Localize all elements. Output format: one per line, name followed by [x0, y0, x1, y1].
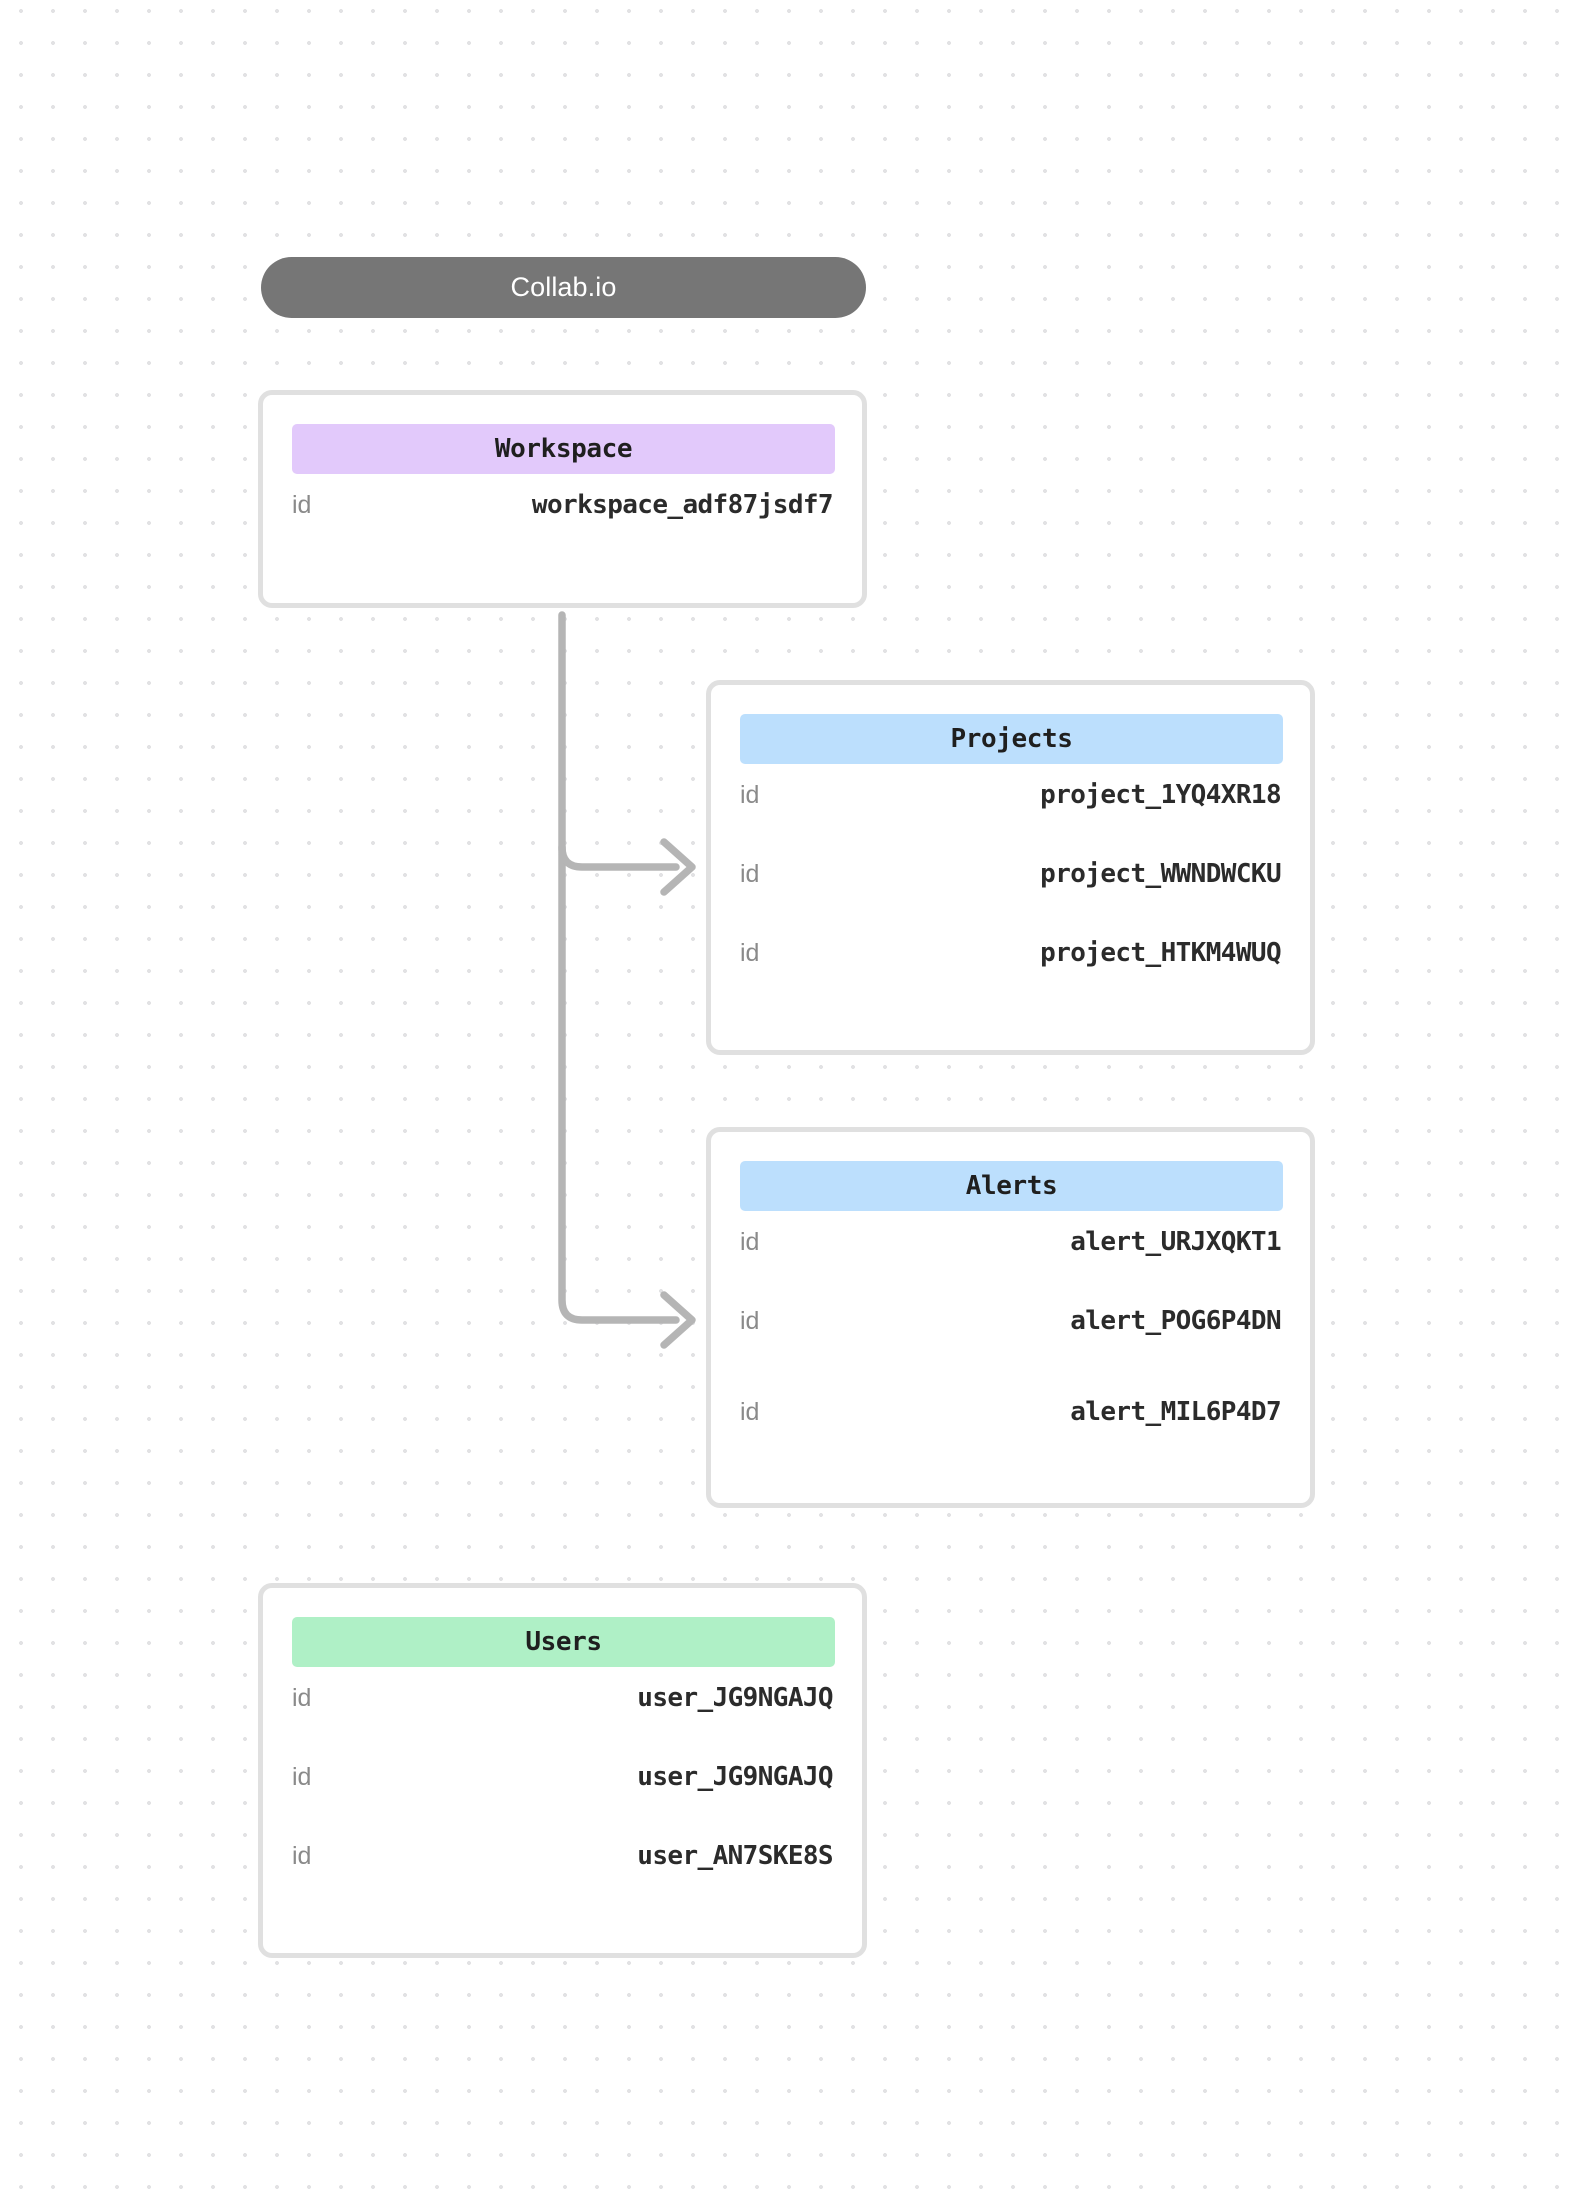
table-row[interactable]: id user_JG9NGAJQ	[292, 1683, 834, 1762]
table-row[interactable]: id project_HTKM4WUQ	[740, 938, 1282, 1017]
card-rows-users: id user_JG9NGAJQ id user_JG9NGAJQ id use…	[292, 1683, 834, 1920]
card-header-projects: Projects	[740, 714, 1283, 764]
row-key: id	[292, 1684, 312, 1712]
row-key: id	[740, 1228, 760, 1256]
card-header-users: Users	[292, 1617, 835, 1667]
card-header-workspace: Workspace	[292, 424, 835, 474]
row-value: user_JG9NGAJQ	[637, 1683, 833, 1713]
table-row[interactable]: id project_WWNDWCKU	[740, 859, 1282, 938]
connector-branch-projects	[558, 843, 680, 871]
card-title-users: Users	[525, 1627, 602, 1657]
row-value: alert_MIL6P4D7	[1070, 1397, 1281, 1427]
arrowhead-projects	[660, 838, 696, 896]
card-rows-workspace: id workspace_adf87jsdf7	[292, 490, 834, 569]
entity-card-projects[interactable]: Projects id project_1YQ4XR18 id project_…	[706, 680, 1315, 1055]
card-header-alerts: Alerts	[740, 1161, 1283, 1211]
app-title-pill: Collab.io	[261, 257, 866, 318]
row-value: project_WWNDWCKU	[1040, 859, 1281, 889]
row-value: user_AN7SKE8S	[637, 1841, 833, 1871]
table-row[interactable]: id user_JG9NGAJQ	[292, 1762, 834, 1841]
row-key: id	[740, 860, 760, 888]
table-row[interactable]: id workspace_adf87jsdf7	[292, 490, 834, 569]
row-key: id	[292, 491, 312, 519]
row-value: user_JG9NGAJQ	[637, 1762, 833, 1792]
table-row[interactable]: id user_AN7SKE8S	[292, 1841, 834, 1920]
row-value: project_1YQ4XR18	[1040, 780, 1281, 810]
connector-trunk	[558, 611, 680, 1324]
app-title-text: Collab.io	[510, 272, 617, 302]
row-key: id	[292, 1842, 312, 1870]
table-row[interactable]: id alert_URJXQKT1	[740, 1227, 1282, 1306]
table-row[interactable]: id alert_MIL6P4D7	[740, 1385, 1282, 1476]
entity-card-workspace[interactable]: Workspace id workspace_adf87jsdf7	[258, 390, 867, 608]
row-value: alert_POG6P4DN	[1070, 1306, 1281, 1336]
card-title-workspace: Workspace	[494, 434, 633, 464]
row-value: alert_URJXQKT1	[1070, 1227, 1281, 1257]
entity-card-alerts[interactable]: Alerts id alert_URJXQKT1 id alert_POG6P4…	[706, 1127, 1315, 1508]
row-key: id	[740, 939, 760, 967]
card-rows-alerts: id alert_URJXQKT1 id alert_POG6P4DN id a…	[740, 1227, 1282, 1476]
card-title-projects: Projects	[950, 724, 1073, 754]
row-key: id	[740, 781, 760, 809]
table-row[interactable]: id alert_POG6P4DN	[740, 1306, 1282, 1385]
table-row[interactable]: id project_1YQ4XR18	[740, 780, 1282, 859]
card-title-alerts: Alerts	[965, 1171, 1058, 1201]
row-key: id	[740, 1398, 760, 1426]
row-key: id	[292, 1763, 312, 1791]
arrowhead-alerts	[660, 1291, 696, 1349]
card-rows-projects: id project_1YQ4XR18 id project_WWNDWCKU …	[740, 780, 1282, 1017]
row-value: workspace_adf87jsdf7	[531, 490, 834, 520]
row-value: project_HTKM4WUQ	[1040, 938, 1281, 968]
entity-card-users[interactable]: Users id user_JG9NGAJQ id user_JG9NGAJQ …	[258, 1583, 867, 1958]
row-key: id	[740, 1307, 760, 1335]
